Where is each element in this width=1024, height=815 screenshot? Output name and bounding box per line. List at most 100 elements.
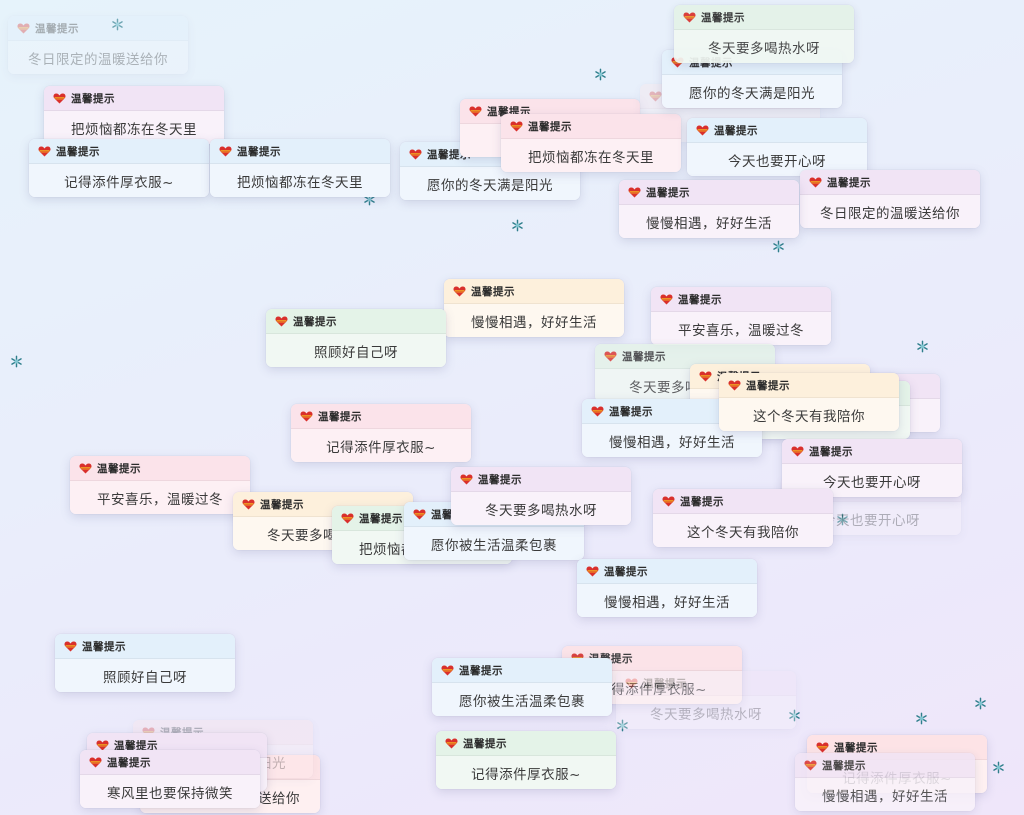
heart-icon <box>662 495 675 506</box>
popup-titlebar[interactable]: 温馨提示 <box>782 439 962 464</box>
popup-titlebar[interactable]: 温馨提示 <box>795 753 975 778</box>
popup-message: 把烦恼都冻在冬天里 <box>44 111 224 144</box>
popup-titlebar[interactable]: 温馨提示 <box>436 731 616 756</box>
tip-popup-window[interactable]: 温馨提示 把烦恼都冻在冬天里 <box>501 114 681 172</box>
popup-titlebar[interactable]: 温馨提示 <box>44 86 224 111</box>
popup-titlebar[interactable]: 温馨提示 <box>651 287 831 312</box>
snowflake-icon <box>112 18 123 31</box>
popup-titlebar[interactable]: 温馨提示 <box>687 118 867 143</box>
heart-icon <box>445 737 458 748</box>
tip-popup-window[interactable]: 温馨提示 冬天要多喝热水呀 <box>451 467 631 525</box>
popup-message: 照顾好自己呀 <box>55 659 235 692</box>
popup-message: 冬天要多喝热水呀 <box>616 696 796 729</box>
popup-title: 温馨提示 <box>56 145 100 158</box>
popup-title: 温馨提示 <box>260 498 304 511</box>
tip-popup-window[interactable]: 温馨提示 冬日限定的温暖送给你 <box>8 16 188 74</box>
popup-titlebar[interactable]: 温馨提示 <box>70 456 250 481</box>
popup-titlebar[interactable]: 温馨提示 <box>444 279 624 304</box>
popup-titlebar[interactable]: 温馨提示 <box>29 139 209 164</box>
snowflake-icon <box>916 712 927 725</box>
popup-message: 冬天要多喝热水呀 <box>451 492 631 525</box>
tip-popup-window[interactable]: 温馨提示 把烦恼都冻在冬天里 <box>210 139 390 197</box>
popup-title: 温馨提示 <box>622 350 666 363</box>
popup-titlebar[interactable]: 温馨提示 <box>800 170 980 195</box>
popup-titlebar[interactable]: 温馨提示 <box>233 492 413 517</box>
heart-icon <box>469 105 482 116</box>
popup-message: 寒风里也要保持微笑 <box>80 775 260 808</box>
popup-titlebar[interactable]: 温馨提示 <box>674 5 854 30</box>
heart-icon <box>728 379 741 390</box>
popup-title: 温馨提示 <box>822 759 866 772</box>
tip-popup-window[interactable]: 温馨提示 照顾好自己呀 <box>55 634 235 692</box>
tip-popup-window[interactable]: 温馨提示 这个冬天有我陪你 <box>719 373 899 431</box>
popup-titlebar[interactable]: 温馨提示 <box>8 16 188 41</box>
tip-popup-window[interactable]: 温馨提示 照顾好自己呀 <box>266 309 446 367</box>
tip-popup-window[interactable]: 温馨提示 慢慢相遇，好好生活 <box>444 279 624 337</box>
snowflake-icon <box>617 719 628 732</box>
tip-popup-window[interactable]: 温馨提示 寒风里也要保持微笑 <box>80 750 260 808</box>
popup-message: 慢慢相遇，好好生活 <box>577 584 757 617</box>
heart-icon <box>625 677 638 688</box>
heart-icon <box>413 508 426 519</box>
heart-icon <box>510 120 523 131</box>
popup-message: 冬天要多喝热水呀 <box>674 30 854 63</box>
tip-popup-window[interactable]: 温馨提示 记得添件厚衣服~ <box>436 731 616 789</box>
heart-icon <box>699 370 712 381</box>
heart-icon <box>441 664 454 675</box>
tip-popup-window[interactable]: 温馨提示 把烦恼都冻在冬天里 <box>44 86 224 144</box>
tip-popup-window[interactable]: 温馨提示 慢慢相遇，好好生活 <box>577 559 757 617</box>
tip-popup-window[interactable]: 温馨提示 冬天要多喝热水呀 <box>674 5 854 63</box>
tip-popup-window[interactable]: 温馨提示 今天也要开心呀 <box>687 118 867 176</box>
popup-titlebar[interactable]: 温馨提示 <box>719 373 899 398</box>
popup-titlebar[interactable]: 温馨提示 <box>653 489 833 514</box>
popup-title: 温馨提示 <box>478 473 522 486</box>
popup-titlebar[interactable]: 温馨提示 <box>619 180 799 205</box>
popup-title: 温馨提示 <box>97 462 141 475</box>
popup-title: 温馨提示 <box>318 410 362 423</box>
heart-icon <box>409 148 422 159</box>
popup-title: 温馨提示 <box>604 565 648 578</box>
heart-icon <box>649 90 662 101</box>
tip-popup-window[interactable]: 温馨提示 平安喜乐，温暖过冬 <box>651 287 831 345</box>
snowflake-icon <box>975 697 986 710</box>
tip-popup-window[interactable]: 温馨提示 这个冬天有我陪你 <box>653 489 833 547</box>
popup-message: 冬日限定的温暖送给你 <box>800 195 980 228</box>
tip-popup-window[interactable]: 温馨提示 平安喜乐，温暖过冬 <box>70 456 250 514</box>
heart-icon <box>64 640 77 651</box>
heart-icon <box>809 176 822 187</box>
tip-popup-window[interactable]: 温馨提示 记得添件厚衣服~ <box>29 139 209 197</box>
popup-titlebar[interactable]: 温馨提示 <box>501 114 681 139</box>
popup-titlebar[interactable]: 温馨提示 <box>55 634 235 659</box>
snowflake-icon <box>11 355 22 368</box>
tip-popup-window[interactable]: 温馨提示 记得添件厚衣服~ <box>291 404 471 462</box>
popup-message: 慢慢相遇，好好生活 <box>444 304 624 337</box>
popup-titlebar[interactable]: 温馨提示 <box>432 658 612 683</box>
popup-titlebar[interactable]: 温馨提示 <box>266 309 446 334</box>
heart-icon <box>683 11 696 22</box>
heart-icon <box>79 462 92 473</box>
tip-popup-window[interactable]: 温馨提示 慢慢相遇，好好生活 <box>795 753 975 811</box>
popup-message: 记得添件厚衣服~ <box>29 164 209 197</box>
snowflake-icon <box>773 240 784 253</box>
heart-icon <box>242 498 255 509</box>
popup-titlebar[interactable]: 温馨提示 <box>451 467 631 492</box>
heart-icon <box>17 22 30 33</box>
popup-titlebar[interactable]: 温馨提示 <box>577 559 757 584</box>
popup-title: 温馨提示 <box>827 176 871 189</box>
popup-titlebar[interactable]: 温馨提示 <box>291 404 471 429</box>
popup-titlebar[interactable]: 温馨提示 <box>616 671 796 696</box>
heart-icon <box>341 512 354 523</box>
heart-icon <box>696 124 709 135</box>
popup-title: 温馨提示 <box>359 512 403 525</box>
popup-message: 记得添件厚衣服~ <box>291 429 471 462</box>
popup-titlebar[interactable]: 温馨提示 <box>80 750 260 775</box>
tip-popup-window[interactable]: 温馨提示 慢慢相遇，好好生活 <box>619 180 799 238</box>
popup-titlebar[interactable]: 温馨提示 <box>210 139 390 164</box>
tip-popup-window[interactable]: 温馨提示 冬日限定的温暖送给你 <box>800 170 980 228</box>
heart-icon <box>38 145 51 156</box>
tip-popup-window[interactable]: 温馨提示 冬天要多喝热水呀 <box>616 671 796 729</box>
heart-icon <box>219 145 232 156</box>
popup-message: 愿你被生活温柔包裹 <box>432 683 612 716</box>
tip-popup-window[interactable]: 温馨提示 愿你被生活温柔包裹 <box>432 658 612 716</box>
popup-title: 温馨提示 <box>427 148 471 161</box>
